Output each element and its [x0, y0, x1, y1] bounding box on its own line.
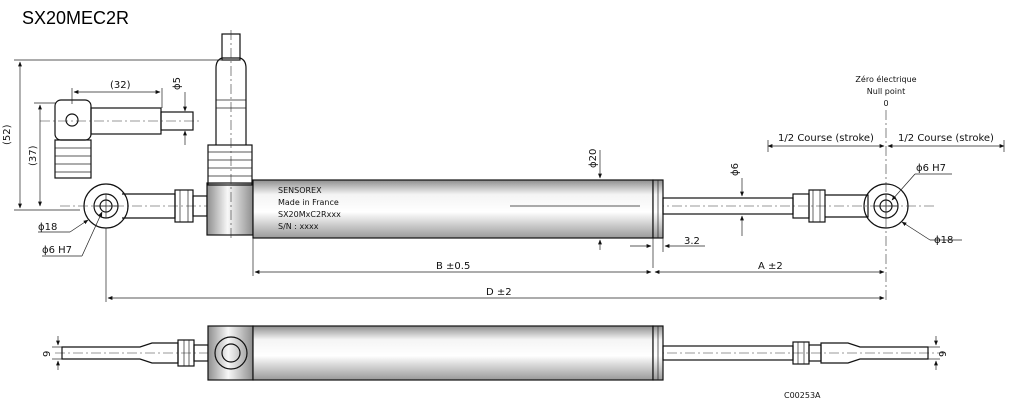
dim-d-label: D ±2 — [486, 287, 512, 298]
side-body — [252, 325, 664, 381]
label-model: SX20MxC2Rxxx — [278, 210, 341, 219]
dim-37-label: (37) — [28, 145, 39, 166]
right-rod — [662, 189, 869, 223]
dim-37 — [34, 102, 56, 207]
null-point-fr: Zéro électrique — [855, 74, 916, 84]
dim-phi6h7-right — [891, 173, 952, 201]
dim-phi6h7-left — [42, 211, 103, 257]
dim-phi18-right-label: ϕ18 — [934, 235, 953, 246]
dim-3-2 — [630, 238, 705, 268]
dim-phi18-left-label: ϕ18 — [38, 222, 57, 233]
dim-32-label: (32) — [110, 80, 131, 91]
dim-52-label: (52) — [2, 124, 13, 145]
dim-3-2-label: 3.2 — [684, 236, 700, 247]
drawing-code: C00253A — [784, 391, 821, 400]
stroke-right-label: 1/2 Course (stroke) — [898, 133, 994, 144]
end-block-with-connector — [206, 30, 254, 238]
angled-connector-option — [40, 99, 200, 179]
dim-phi6-label: ϕ6 — [730, 163, 741, 176]
dim-9-left — [52, 336, 62, 370]
label-serial: S/N : xxxx — [278, 222, 319, 231]
drawing-title: SX20MEC2R — [22, 8, 129, 28]
dim-9-right — [928, 336, 940, 370]
dim-32 — [71, 88, 163, 108]
dim-phi6h7-left-label: ϕ6 H7 — [42, 245, 72, 256]
dim-b — [252, 238, 652, 276]
dim-a-label: A ±2 — [758, 261, 783, 272]
null-point-zero: 0 — [883, 99, 888, 108]
dim-phi6h7-right-label: ϕ6 H7 — [916, 163, 946, 174]
dim-phi18-right — [901, 221, 962, 241]
dim-stroke — [767, 140, 1005, 152]
dim-phi18-left — [38, 219, 89, 233]
dim-b-label: B ±0.5 — [436, 261, 470, 272]
sensor-body — [252, 179, 664, 239]
side-end-block — [207, 325, 254, 381]
dim-phi5-label: ϕ5 — [172, 77, 183, 90]
label-origin: Made in France — [278, 198, 339, 207]
dim-52 — [14, 59, 222, 211]
dim-phi20-label: ϕ20 — [588, 149, 599, 168]
stroke-left-label: 1/2 Course (stroke) — [778, 133, 874, 144]
dim-9-left-label: 9 — [42, 351, 53, 357]
dim-d — [105, 228, 885, 302]
label-brand: SENSOREX — [278, 186, 322, 195]
dim-9-right-label: 9 — [938, 351, 949, 357]
null-point-en: Null point — [867, 87, 905, 96]
side-right-rod — [662, 341, 929, 365]
